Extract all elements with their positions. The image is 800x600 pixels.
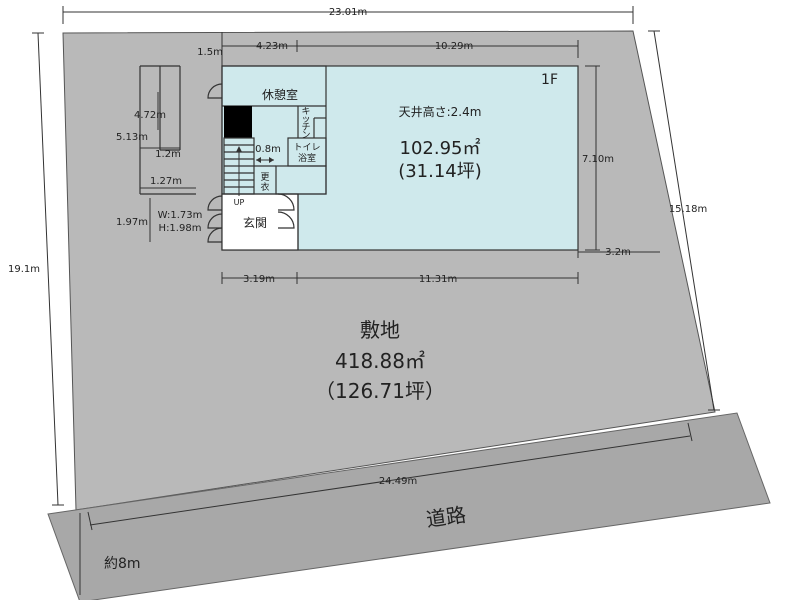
road-area xyxy=(47,412,771,600)
kitchen-char-1: キ xyxy=(301,107,310,117)
stair-landing-block xyxy=(224,106,252,138)
kitchen-char-3: チ xyxy=(301,122,310,133)
changing-char-1: 更 xyxy=(260,172,269,183)
dim-setback-right: 3.2m xyxy=(605,247,631,258)
lot-name: 敷地 xyxy=(360,318,400,342)
building-area-tsubo: (31.14坪) xyxy=(398,161,482,182)
dim-stair-4-72: 4.72m xyxy=(134,110,166,121)
room-entrance: 玄関 xyxy=(243,215,267,230)
changing-char-2: 衣 xyxy=(260,181,269,193)
dim-lot-left: 19.1m xyxy=(8,264,40,275)
dim-building-height: 7.10m xyxy=(582,154,614,165)
room-toilet: トイレ xyxy=(293,143,320,153)
building-area-m2: 102.95㎡ xyxy=(400,137,481,159)
dim-setback-top: 1.5m xyxy=(197,47,223,58)
kitchen-char-2: ッ xyxy=(301,115,310,125)
dim-door-width: W:1.73m xyxy=(158,210,203,221)
door-swings xyxy=(207,83,295,243)
staircase xyxy=(223,106,255,196)
dim-bottom-left: 3.19m xyxy=(243,274,275,285)
dim-left-1-97: 1.97m xyxy=(116,217,148,228)
road-width-label: 約8m xyxy=(104,556,141,572)
dim-lot-right: 15.18m xyxy=(669,204,707,215)
dimension-lines xyxy=(32,6,720,595)
dim-top-right: 10.29m xyxy=(435,41,473,52)
room-kitchen-vertical: キ ッ チ ン xyxy=(301,107,310,141)
room-changing-vertical: 更 衣 xyxy=(260,172,269,193)
room-lounge: 休憩室 xyxy=(262,87,298,102)
floor-label: 1F xyxy=(541,72,558,88)
external-stair-outline xyxy=(139,65,196,195)
dim-top-left: 4.23m xyxy=(256,41,288,52)
dim-lot-top: 23.01m xyxy=(329,7,367,18)
ceiling-height-label: 天井高さ:2.4m xyxy=(399,104,482,119)
room-bath: 浴室 xyxy=(298,152,316,164)
dim-stair-1-27: 1.27m xyxy=(150,176,182,187)
kitchen-char-4: ン xyxy=(301,131,310,141)
lot-area-tsubo: （126.71坪） xyxy=(315,379,445,403)
lot-area-m2: 418.88㎡ xyxy=(335,349,425,373)
dim-stair-1-2: 1.2m xyxy=(155,149,181,160)
dim-stair-0-8: 0.8m xyxy=(255,144,281,155)
dim-stair-5-13: 5.13m xyxy=(116,132,148,143)
dim-door-height: H:1.98m xyxy=(159,223,202,234)
stair-up-label: UP xyxy=(234,198,245,207)
road-name: 道路 xyxy=(425,502,468,531)
dim-lot-bottom: 24.49m xyxy=(379,476,417,487)
dim-bottom-right: 11.31m xyxy=(419,274,457,285)
